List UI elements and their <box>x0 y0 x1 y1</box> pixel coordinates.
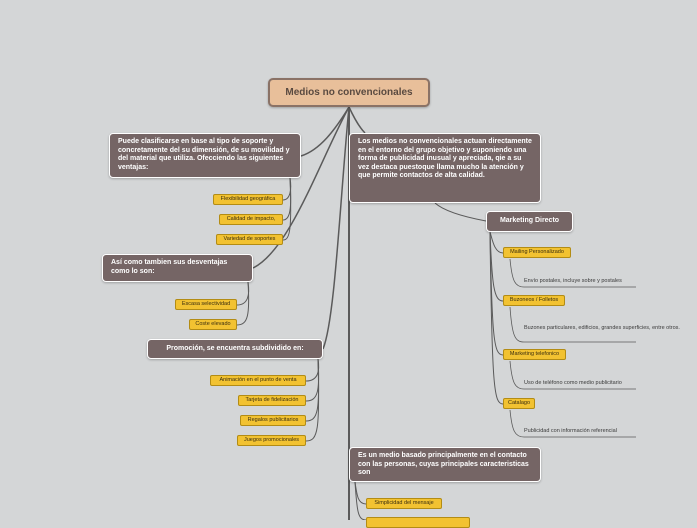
link-marketing-3 <box>489 231 504 405</box>
subtopic-escasa-selectividad-label: Escasa selectividad <box>181 301 231 307</box>
root-topic-label: Medios no convencionales <box>285 87 413 98</box>
note-buzoneos: Buzones particulares, edificios, grandes… <box>524 325 680 331</box>
note-mailing: Envío postales, incluye sobre y postales <box>524 278 622 284</box>
subtopic-mailing-label: Mailing Personalizado <box>510 249 564 255</box>
subtopic-animacion[interactable]: Animación en el punto de venta <box>210 375 306 386</box>
link-contacto-1 <box>354 481 367 520</box>
link-ventaja-0 <box>282 177 292 201</box>
link-definicion-marketing <box>434 202 487 222</box>
subtopic-variedad-label: Variedad de soportes <box>223 236 276 242</box>
topic-contacto[interactable]: Es un medio basado principalmente en el … <box>349 447 541 482</box>
root-topic[interactable]: Medios no convencionales <box>268 78 430 107</box>
link-promocion-3 <box>305 358 320 442</box>
subtopic-escasa-selectividad[interactable]: Escasa selectividad <box>175 299 237 310</box>
subtopic-animacion-label: Animación en el punto de venta <box>219 377 297 383</box>
subtopic-buzoneos-label: Buzoneos / Folletos <box>509 297 559 303</box>
subtopic-catalago-label: Catalago <box>507 400 531 406</box>
topic-clasificacion-label: Puede clasificarse en base al tipo de so… <box>118 138 290 171</box>
link-root-clasificacion <box>300 106 350 157</box>
link-marketing-note-3 <box>509 409 636 438</box>
subtopic-contacto-2[interactable] <box>366 517 470 528</box>
subtopic-flexibilidad[interactable]: Flexibilidad geográfica <box>213 194 283 205</box>
subtopic-flexibilidad-label: Flexibilidad geográfica <box>220 196 276 202</box>
link-desventaja-1 <box>236 281 250 326</box>
topic-definicion[interactable]: Los medios no convencionales actuan dire… <box>349 133 541 203</box>
link-root-desventajas <box>252 106 350 269</box>
subtopic-marketing-telefonico[interactable]: Marketing telefonico <box>503 349 566 360</box>
subtopic-juegos[interactable]: Juegos promocionales <box>237 435 306 446</box>
link-root-promocion <box>322 106 350 350</box>
link-marketing-0 <box>489 231 504 254</box>
subtopic-juegos-label: Juegos promocionales <box>243 437 300 443</box>
subtopic-marketing-telefonico-label: Marketing telefonico <box>509 351 560 357</box>
subtopic-buzoneos[interactable]: Buzoneos / Folletos <box>503 295 565 306</box>
subtopic-coste-elevado-label: Coste elevado <box>195 321 231 327</box>
subtopic-regalos-label: Regalos publicitarios <box>247 417 299 423</box>
subtopic-calidad-label: Calidad de impacto, <box>226 216 276 222</box>
subtopic-simplicidad[interactable]: Simplicidad del mensaje <box>366 498 442 509</box>
subtopic-variedad[interactable]: Variedad de soportes <box>216 234 283 245</box>
subtopic-regalos[interactable]: Regalos publicitarios <box>240 415 306 426</box>
subtopic-calidad[interactable]: Calidad de impacto, <box>219 214 283 225</box>
topic-definicion-label: Los medios no convencionales actuan dire… <box>358 138 532 179</box>
note-catalago: Publicidad con información referencial <box>524 428 617 434</box>
topic-clasificacion[interactable]: Puede clasificarse en base al tipo de so… <box>109 133 301 178</box>
link-desventaja-0 <box>236 281 250 306</box>
subtopic-coste-elevado[interactable]: Coste elevado <box>189 319 237 330</box>
topic-contacto-label: Es un medio basado principalmente en el … <box>358 452 529 476</box>
subtopic-tarjeta[interactable]: Tarjeta de fidelización <box>238 395 306 406</box>
link-ventaja-2 <box>282 177 292 241</box>
link-marketing-note-2 <box>509 360 636 390</box>
subtopic-simplicidad-label: Simplicidad del mensaje <box>374 500 434 506</box>
link-promocion-0 <box>305 358 320 382</box>
subtopic-mailing[interactable]: Mailing Personalizado <box>503 247 571 258</box>
topic-marketing-directo[interactable]: Marketing Directo <box>486 211 573 232</box>
note-marketing-telefonico: Uso de teléfono como medio publicitario <box>524 380 622 386</box>
link-marketing-note-0 <box>509 258 636 288</box>
topic-promocion-label: Promoción, se encuentra subdividido en: <box>166 344 304 352</box>
link-marketing-note-1 <box>509 306 636 343</box>
subtopic-catalago[interactable]: Catalago <box>503 398 535 409</box>
link-promocion-2 <box>305 358 320 422</box>
link-root-definicion <box>348 106 366 134</box>
subtopic-tarjeta-label: Tarjeta de fidelización <box>245 397 299 403</box>
topic-marketing-directo-label: Marketing Directo <box>499 217 560 225</box>
topic-desventajas-label: Así como tambien sus desventajas como lo… <box>111 259 228 275</box>
topic-promocion[interactable]: Promoción, se encuentra subdividido en: <box>147 339 323 359</box>
topic-desventajas[interactable]: Así como tambien sus desventajas como lo… <box>102 254 253 282</box>
